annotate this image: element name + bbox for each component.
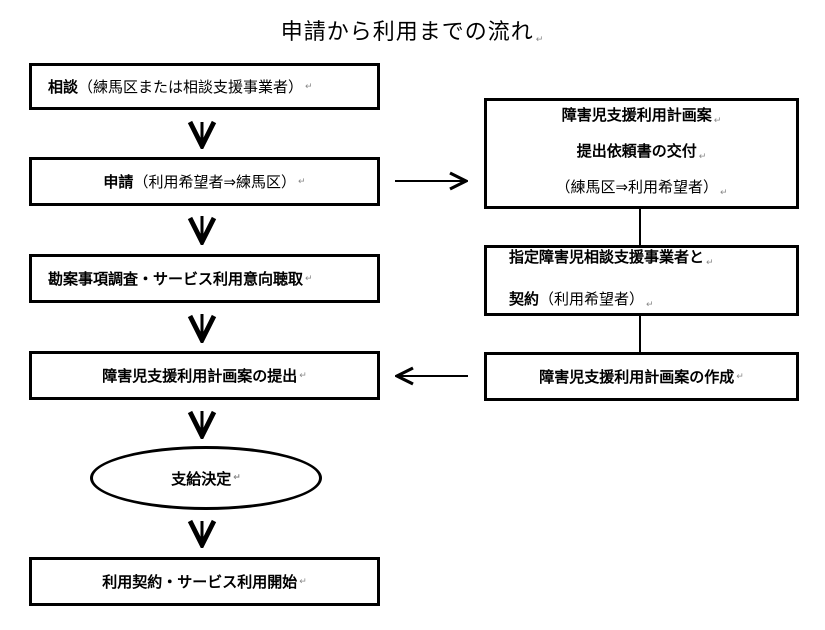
- step-koufu-line1: 障害児支援利用計画案↵: [562, 100, 722, 136]
- page-title-text: 申請から利用までの流れ: [280, 20, 534, 45]
- step-koufu-line3: （練馬区⇒利用希望者）↵: [555, 172, 727, 208]
- step-shinsei: 申請（利用希望者⇒練馬区）↵: [29, 157, 380, 206]
- step-koufu: 障害児支援利用計画案↵ 提出依頼書の交付↵ （練馬区⇒利用希望者）↵: [484, 98, 799, 209]
- step-koufu-line2-text: 提出依頼書の交付: [576, 141, 697, 160]
- return-mark: ↵: [233, 473, 241, 483]
- step-keiyaku-line2: 契約（利用希望者）↵: [509, 281, 654, 323]
- return-mark: ↵: [720, 187, 728, 198]
- step-koufu-line1-text: 障害児支援利用計画案: [561, 105, 712, 124]
- return-mark: ↵: [298, 176, 306, 187]
- step-chousa: 勘案事項調査・サービス利用意向聴取↵: [29, 254, 380, 303]
- step-koufu-line2: 提出依頼書の交付↵: [577, 136, 707, 172]
- return-mark: ↵: [299, 370, 307, 381]
- step-koufu-line3-text: （練馬区⇒利用希望者）: [555, 177, 719, 196]
- step-teishutsu-label: 障害児支援利用計画案の提出: [102, 367, 298, 385]
- step-sakusei: 障害児支援利用計画案の作成↵: [484, 352, 799, 401]
- return-mark: ↵: [299, 576, 307, 587]
- step-kaishi: 利用契約・サービス利用開始↵: [29, 557, 380, 606]
- step-keiyaku-line1: 指定障害児相談支援事業者と↵: [509, 239, 714, 281]
- step-sakusei-label: 障害児支援利用計画案の作成: [539, 368, 735, 386]
- step-soudan: 相談（練馬区または相談支援事業者）↵: [29, 63, 380, 110]
- step-chousa-label: 勘案事項調査・サービス利用意向聴取: [48, 270, 304, 288]
- step-kettei-label: 支給決定: [171, 469, 232, 488]
- step-keiyaku-line2-label: 契約: [509, 289, 540, 308]
- step-soudan-label: 相談: [48, 78, 79, 96]
- return-mark: ↵: [305, 81, 313, 92]
- step-keiyaku-line2-detail: （利用希望者）: [539, 289, 645, 308]
- return-mark: ↵: [535, 35, 545, 45]
- step-kettei: 支給決定↵: [90, 446, 322, 510]
- return-mark: ↵: [646, 299, 654, 310]
- step-keiyaku-line1-text: 指定障害児相談支援事業者と: [509, 247, 705, 266]
- page-title: 申請から利用までの流れ↵: [0, 14, 825, 46]
- step-teishutsu: 障害児支援利用計画案の提出↵: [29, 351, 380, 400]
- step-soudan-detail: （練馬区または相談支援事業者）: [78, 78, 304, 96]
- step-shinsei-detail: （利用希望者⇒練馬区）: [133, 173, 297, 191]
- return-mark: ↵: [713, 115, 722, 126]
- return-mark: ↵: [736, 371, 744, 382]
- step-kaishi-label: 利用契約・サービス利用開始: [102, 573, 298, 591]
- return-mark: ↵: [698, 151, 707, 162]
- step-shinsei-label: 申請: [103, 173, 134, 191]
- step-keiyaku: 指定障害児相談支援事業者と↵ 契約（利用希望者）↵: [484, 245, 799, 316]
- return-mark: ↵: [706, 257, 714, 268]
- return-mark: ↵: [305, 273, 313, 284]
